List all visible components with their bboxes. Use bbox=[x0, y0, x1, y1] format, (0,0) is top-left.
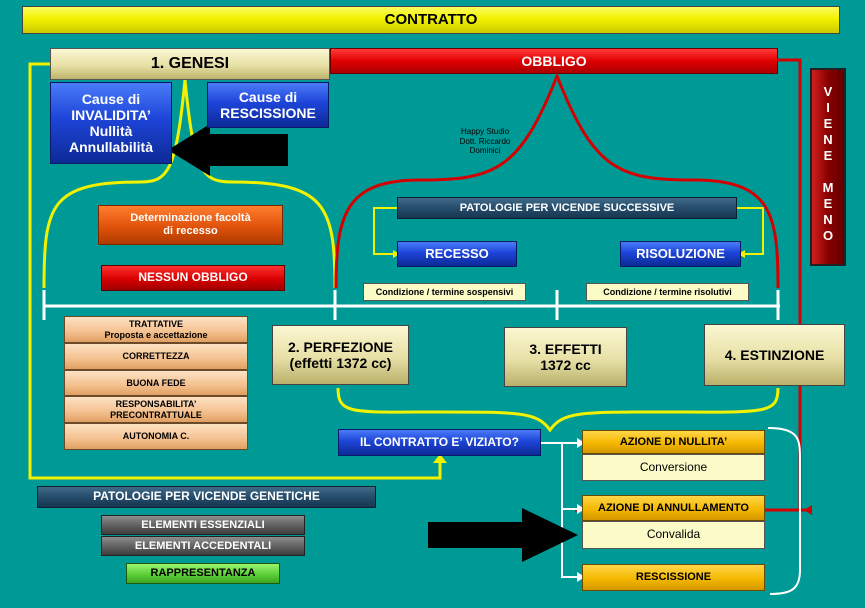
black-arrow-left bbox=[168, 124, 288, 176]
perfezione-box[interactable]: 2. PERFEZIONE (effetti 1372 cc) bbox=[272, 325, 409, 385]
stages-brace bbox=[336, 387, 780, 433]
viene-meno-letter: N bbox=[823, 132, 833, 147]
obbligo-brace bbox=[334, 71, 780, 289]
viene-meno-letter: O bbox=[822, 228, 834, 243]
patologie-successive-box[interactable]: PATOLOGIE PER VICENDE SUCCESSIVE bbox=[397, 197, 737, 219]
viene-meno-letter: E bbox=[823, 148, 833, 163]
autonomia-label: AUTONOMIA C. bbox=[122, 431, 190, 442]
recesso-connector bbox=[373, 207, 397, 255]
genesi-box[interactable]: 1. GENESI bbox=[50, 48, 330, 80]
conversione-box[interactable]: Conversione bbox=[582, 454, 765, 481]
determinazione-recesso-box[interactable]: Determinazione facoltà di recesso bbox=[98, 205, 283, 245]
condizione-sospensivi-box[interactable]: Condizione / termine sospensivi bbox=[363, 283, 526, 301]
cause-invalidita-line-4: Annullabilità bbox=[69, 139, 153, 156]
risoluzione-arrowhead bbox=[738, 250, 745, 258]
cause-rescissione-box[interactable]: Cause di RESCISSIONE bbox=[207, 82, 329, 128]
cause-invalidita-box[interactable]: Cause di INVALIDITA’ Nullità Annullabili… bbox=[50, 82, 172, 164]
estinzione-box[interactable]: 4. ESTINZIONE bbox=[704, 324, 845, 386]
author-credit: Happy Studio Dott. Riccardo Dominici bbox=[450, 127, 520, 156]
trattative-label: TRATTATIVE bbox=[129, 319, 183, 330]
cause-invalidita-line-3: Nullità bbox=[89, 123, 133, 139]
determinazione-line-1: Determinazione facoltà bbox=[130, 212, 251, 225]
correttezza-label: CORRETTEZZA bbox=[122, 351, 190, 362]
viene-meno-letter: V bbox=[823, 84, 833, 99]
risoluzione-box[interactable]: RISOLUZIONE bbox=[620, 241, 741, 267]
viene-meno-letter: I bbox=[826, 100, 830, 115]
viene-meno-letter: E bbox=[823, 196, 833, 211]
precontrattuale-label: PRECONTRATTUALE bbox=[110, 409, 202, 420]
nullita-arrowhead bbox=[577, 438, 585, 448]
responsabilita-label: RESPONSABILITA’ bbox=[115, 399, 197, 410]
trattative-box[interactable]: TRATTATIVE Proposta e accettazione bbox=[64, 316, 248, 343]
recesso-arrowhead bbox=[393, 250, 400, 258]
viziato-arrowhead bbox=[433, 454, 447, 463]
perfezione-line-2: (effetti 1372 cc) bbox=[289, 355, 392, 371]
cause-rescissione-line-2: RESCISSIONE bbox=[220, 105, 316, 121]
cause-rescissione-line-1: Cause di bbox=[238, 88, 298, 105]
cause-invalidita-line-2: INVALIDITA’ bbox=[71, 106, 151, 123]
rescissione-arrowhead bbox=[577, 572, 585, 582]
trattative-sublabel: Proposta e accettazione bbox=[104, 329, 208, 340]
buona-fede-label: BUONA FEDE bbox=[126, 377, 186, 388]
actions-bracket bbox=[767, 427, 801, 595]
azione-annullamento-box[interactable]: AZIONE DI ANNULLAMENTO bbox=[582, 495, 765, 521]
effetti-line-2: 1372 cc bbox=[540, 357, 591, 373]
author-credit-line: Dott. Riccardo bbox=[459, 136, 511, 146]
annullamento-red-arrowhead bbox=[804, 505, 812, 515]
cause-invalidita-line-1: Cause di bbox=[81, 90, 141, 107]
recesso-box[interactable]: RECESSO bbox=[397, 241, 517, 267]
elementi-accedentali-box[interactable]: ELEMENTI ACCEDENTALI bbox=[101, 536, 305, 556]
correttezza-box[interactable]: CORRETTEZZA bbox=[64, 343, 248, 370]
patologie-genetiche-box[interactable]: PATOLOGIE PER VICENDE GENETICHE bbox=[37, 486, 376, 508]
author-credit-line: Happy Studio bbox=[460, 127, 510, 136]
azione-nullita-box[interactable]: AZIONE DI NULLITA’ bbox=[582, 430, 765, 454]
determinazione-line-2: di recesso bbox=[163, 225, 218, 237]
buona-fede-box[interactable]: BUONA FEDE bbox=[64, 370, 248, 396]
contratto-viziato-box[interactable]: IL CONTRATTO E’ VIZIATO? bbox=[338, 429, 541, 456]
viene-meno-letter: N bbox=[823, 212, 833, 227]
effetti-box[interactable]: 3. EFFETTI 1372 cc bbox=[504, 327, 627, 387]
viene-meno-box[interactable]: V I E N E M E N O bbox=[810, 68, 846, 266]
condizione-risolutivi-box[interactable]: Condizione / termine risolutivi bbox=[586, 283, 749, 301]
perfezione-line-1: 2. PERFEZIONE bbox=[287, 338, 394, 355]
genesi-brace bbox=[42, 79, 337, 289]
author-credit-line: Dominici bbox=[469, 146, 501, 156]
viene-meno-letter: M bbox=[822, 180, 834, 195]
convalida-box[interactable]: Convalida bbox=[582, 521, 765, 549]
rescissione-box[interactable]: RESCISSIONE bbox=[582, 564, 765, 591]
nessun-obbligo-box[interactable]: NESSUN OBBLIGO bbox=[101, 265, 285, 291]
genesi-loop-line bbox=[28, 62, 442, 480]
rappresentanza-box[interactable]: RAPPRESENTANZA bbox=[126, 563, 280, 584]
autonomia-box[interactable]: AUTONOMIA C. bbox=[64, 423, 248, 450]
annullamento-arrowhead bbox=[577, 504, 585, 514]
viene-meno-letter: E bbox=[823, 116, 833, 131]
risoluzione-connector bbox=[737, 207, 764, 255]
black-arrow-right bbox=[428, 508, 578, 562]
responsabilita-precontrattuale-box[interactable]: RESPONSABILITA’ PRECONTRATTUALE bbox=[64, 396, 248, 423]
elementi-essenziali-box[interactable]: ELEMENTI ESSENZIALI bbox=[101, 515, 305, 535]
title-bar: CONTRATTO bbox=[22, 6, 840, 34]
effetti-line-1: 3. EFFETTI bbox=[529, 340, 602, 357]
obbligo-box[interactable]: OBBLIGO bbox=[330, 48, 778, 74]
